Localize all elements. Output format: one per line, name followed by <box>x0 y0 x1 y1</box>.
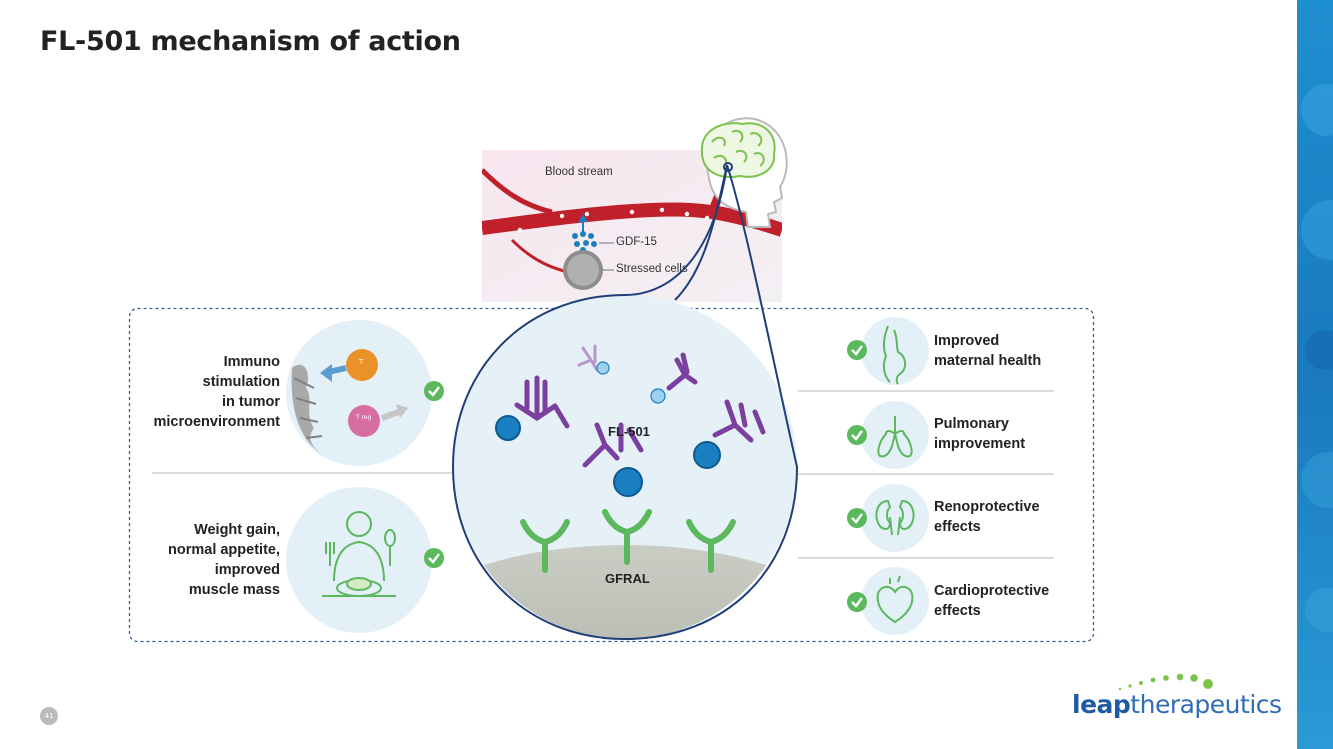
logo-dots <box>1118 673 1213 691</box>
fl501-label: FL-501 <box>608 424 650 439</box>
gfral-label: GFRAL <box>605 571 650 586</box>
check-icon <box>847 425 867 445</box>
page-number: 41 <box>40 707 58 725</box>
lungs-icon <box>861 401 929 469</box>
t-cell-label: T <box>359 358 364 366</box>
stressed-cells-label: Stressed cells <box>616 263 688 275</box>
right-blue-band <box>1297 0 1333 749</box>
slide-title: FL-501 mechanism of action <box>40 26 461 57</box>
blood-stream-label: Blood stream <box>545 166 613 178</box>
check-icon <box>424 548 444 568</box>
eating-person-illustration <box>286 487 432 633</box>
treg-cell-label: T reg <box>356 414 372 421</box>
kidneys-icon <box>861 484 929 552</box>
check-icon <box>847 508 867 528</box>
right-effect-pulmonary: Pulmonary improvement <box>934 416 1026 452</box>
gdf15-label: GDF-15 <box>616 236 657 248</box>
check-icon <box>424 381 444 401</box>
pregnant-woman-icon <box>861 317 929 385</box>
right-effect-renoprotective: Renoprotective effects <box>934 499 1040 535</box>
logo-light-text: therapeutics <box>1130 690 1282 719</box>
tumor-microenvironment-illustration <box>286 320 432 466</box>
head-brain-icon <box>700 117 788 228</box>
receptor-binding-diagram <box>451 164 799 641</box>
check-icon <box>847 592 867 612</box>
check-icon <box>847 340 867 360</box>
company-logo: leaptherapeutics <box>1072 690 1282 719</box>
left-effect-immuno: Immuno stimulation in tumor microenviron… <box>153 354 281 430</box>
right-effect-maternal: Improved maternal health <box>934 333 1042 369</box>
heart-icon <box>861 567 929 635</box>
logo-bold-text: leap <box>1072 690 1131 719</box>
right-effect-cardioprotective: Cardioprotective effects <box>934 583 1050 619</box>
left-effect-weight: Weight gain, normal appetite, improved m… <box>168 522 280 598</box>
